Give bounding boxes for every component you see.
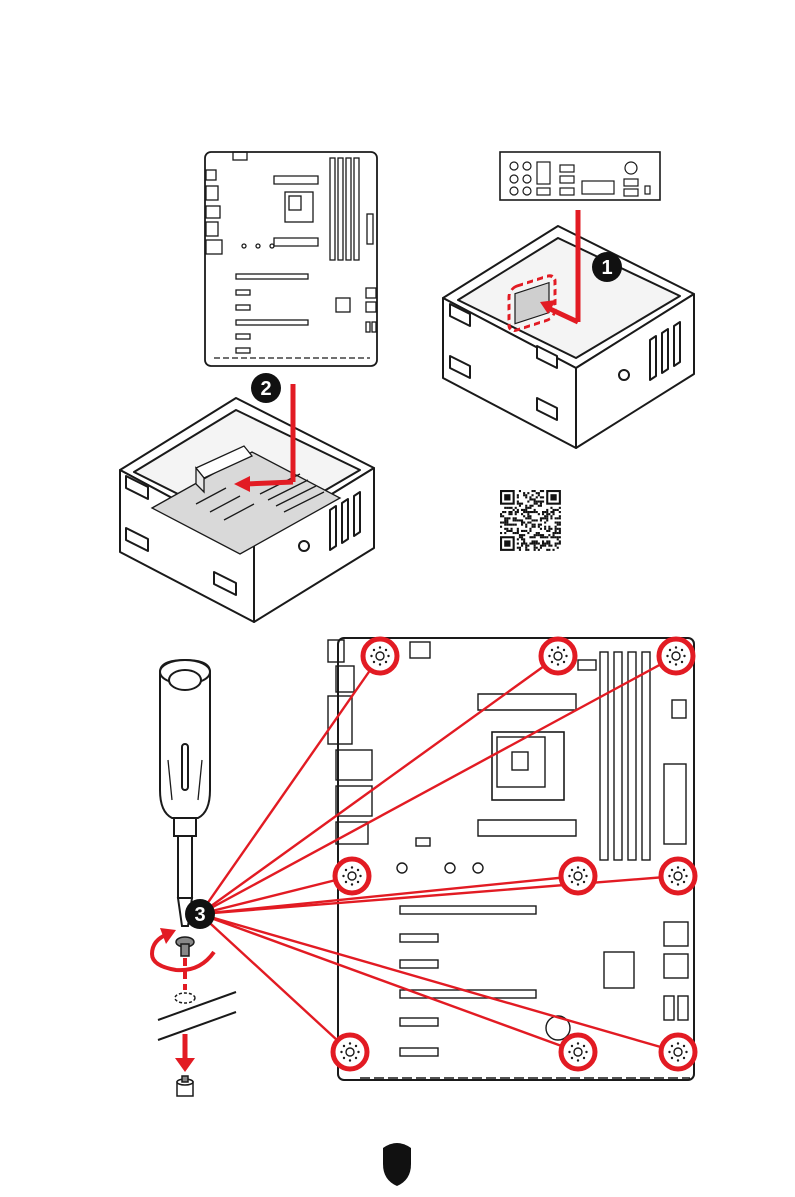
qr-code-icon [500, 490, 561, 551]
screw-hole-icon [541, 639, 575, 673]
down-arrow-icon [175, 1034, 195, 1072]
screw-hole-icon [333, 1035, 367, 1069]
step-badge-1: 1 [592, 252, 622, 282]
shield-icon [383, 1143, 411, 1186]
step-number-2: 2 [260, 378, 271, 400]
standoff-icon [177, 1076, 193, 1096]
screw-hole-icon [659, 639, 693, 673]
step-number-3: 3 [194, 904, 205, 926]
step-number-1: 1 [601, 257, 612, 279]
screw-hole-icon [335, 859, 369, 893]
screw-icon [176, 937, 194, 956]
motherboard-large [328, 638, 694, 1080]
io-shield-panel [500, 152, 660, 200]
screw-hole-icon [561, 1035, 595, 1069]
screw-hole-icon [561, 859, 595, 893]
screw-hole-icon [363, 639, 397, 673]
screwdriver-icon [160, 660, 210, 926]
screw-hole-icon [661, 859, 695, 893]
step-badge-3: 3 [185, 899, 215, 929]
step-badge-2: 2 [251, 373, 281, 403]
chassis-top-right [443, 226, 694, 448]
motherboard-top-view [205, 152, 377, 366]
screw-hole-leaders [200, 656, 678, 1052]
screw-hole-icon [661, 1035, 695, 1069]
